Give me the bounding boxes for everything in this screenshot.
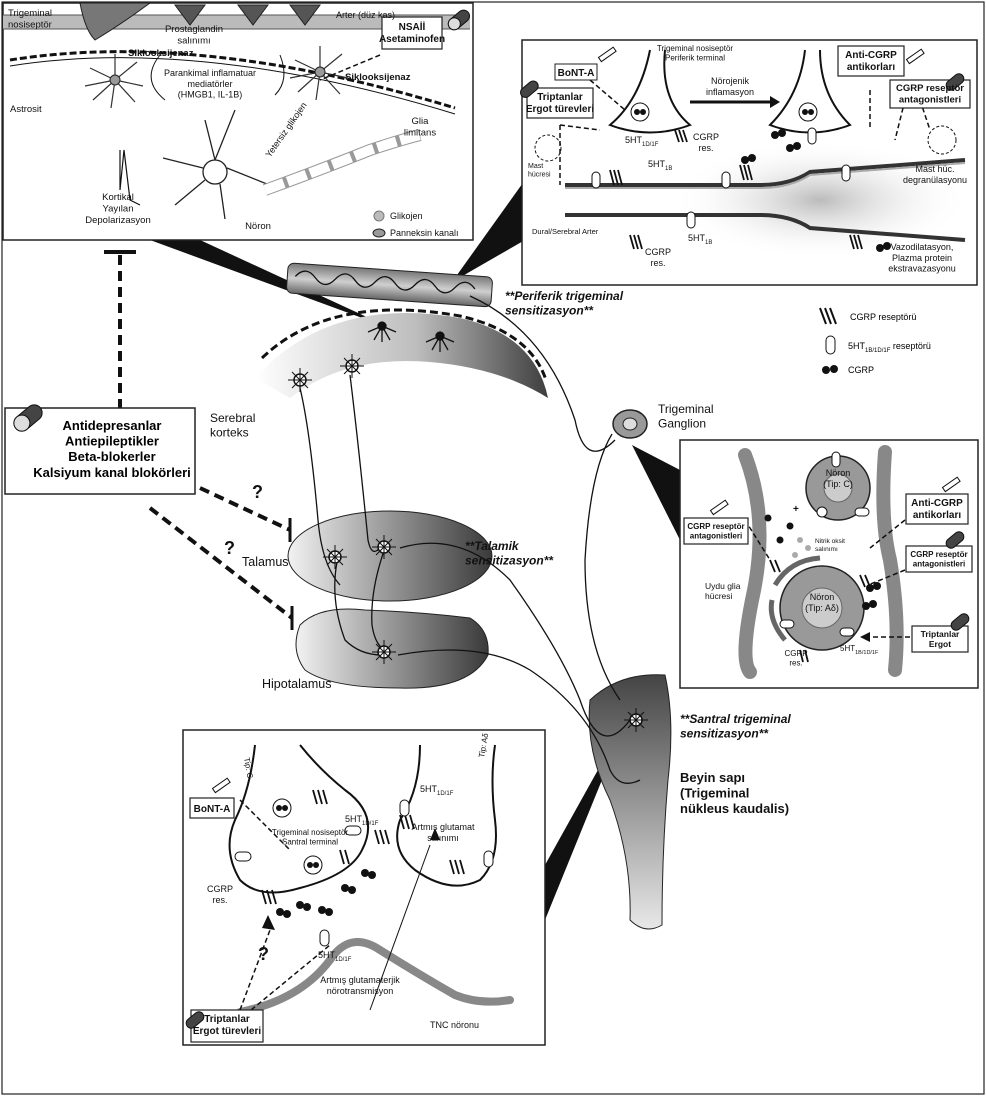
pannexin-channel-icon: [373, 229, 385, 237]
neuron-label: Nöron: [245, 221, 271, 232]
question-mark-bottom: ?: [258, 944, 269, 964]
panel-central-terminal: [183, 730, 545, 1045]
cyclooxygenase-right-label: Siklooksijenaz: [345, 72, 411, 83]
question-mark-1: ?: [252, 482, 263, 502]
question-mark-2: ?: [224, 538, 235, 558]
legend-cgrp-icon: [822, 365, 838, 374]
legend-pannexin-label: Panneksin kanalı: [390, 228, 459, 238]
legend-cgrp-label: CGRP: [848, 365, 874, 375]
zoom-wedge-ganglion: [632, 445, 680, 540]
plus-sign: +: [793, 504, 799, 515]
cyclooxygenase-left-label: Siklooksijenaz: [128, 48, 194, 59]
tnc-neuron-label: TNC nöronu: [430, 1020, 479, 1030]
glycogen-icon: [374, 211, 384, 221]
astrocyte-label: Astrosit: [10, 104, 42, 115]
legend-glycogen-label: Glikojen: [390, 211, 423, 221]
neuron-c-label: Nöron(Tip: C): [823, 468, 853, 489]
receptor-legend: CGRP reseptörü 5HT1B/1D/1F reseptörü CGR…: [820, 308, 931, 375]
cgrp-antagonists-mid-right-label: CGRP reseptörantagonistleri: [910, 550, 967, 569]
artery-label: Arter (düz kas): [336, 10, 395, 20]
thalamus-label: Talamus: [242, 555, 289, 569]
bonta-bottom-label: BoNT-A: [194, 804, 231, 815]
central-terminal-label: Trigeminal nosiseptörSantral terminal: [272, 828, 349, 847]
cerebral-cortex-label: Serebralkorteks: [210, 411, 255, 439]
bonta-top-label: BoNT-A: [558, 68, 595, 79]
neuron-ad-label: Nöron(Tip: Aδ): [805, 592, 839, 613]
brainstem: [589, 675, 671, 929]
legend-cgrp-receptor-icon: [820, 308, 836, 324]
legend-5ht-receptor-icon: [826, 336, 835, 354]
legend-5ht-label: 5HT1B/1D/1F reseptörü: [848, 341, 931, 354]
dural-artery-label: Dural/Serebral Arter: [532, 227, 599, 236]
anti-cgrp-mid-label: Anti-CGRPantikorları: [911, 498, 963, 521]
legend-cgrp-receptor-label: CGRP reseptörü: [850, 312, 916, 322]
hypothalamus-label: Hipotalamus: [262, 677, 331, 691]
